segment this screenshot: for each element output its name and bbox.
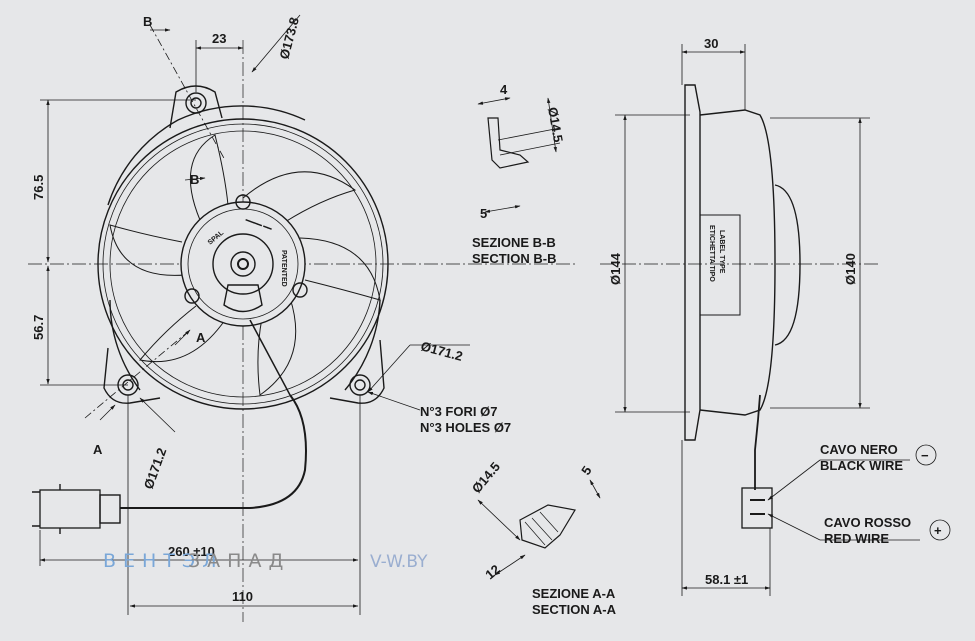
hub-connector (223, 284, 263, 313)
dim-171-2-right: Ø171.2 (419, 338, 464, 364)
hub-screw-top (235, 194, 251, 210)
fan-housing-outline (107, 105, 381, 391)
section-bb-title-it: SEZIONE B-B (472, 235, 556, 250)
side-motor (774, 184, 801, 346)
side-cable (754, 394, 761, 490)
section-aa-title-it: SEZIONE A-A (532, 586, 616, 601)
connector-body (39, 489, 101, 529)
section-mark-a-outer: A (93, 442, 103, 457)
section-bb-profile (487, 117, 530, 169)
red-wire-leader (767, 513, 821, 541)
black-wire-symbol-circle (915, 444, 937, 466)
dim-171-2-left-leader (139, 397, 176, 433)
section-aa-dim-14-5 (477, 499, 521, 541)
section-aa-dim-12 (494, 554, 526, 576)
section-bb-drawing (477, 97, 561, 213)
right-bottom-ear (329, 339, 385, 404)
fan-blades (109, 134, 381, 396)
section-bb-dim-4: 4 (500, 82, 508, 97)
red-wire-symbol-circle (929, 519, 951, 541)
side-label-line2: LABEL TYPE (718, 230, 725, 274)
section-aa-dim-5: 5 (578, 463, 594, 478)
left-bottom-ear (103, 347, 161, 404)
section-aa-dim-5 (589, 479, 601, 499)
section-bb-title-en: SECTION B-B (472, 251, 557, 266)
watermark-part1: ВЕНТЭЛ (103, 550, 224, 572)
front-dimension-lines (39, 14, 470, 615)
side-connector (741, 487, 773, 529)
housing-ring-outer (97, 118, 389, 410)
side-body (699, 109, 776, 416)
front-view (28, 40, 575, 622)
connector-clip (32, 484, 61, 534)
dim-23: 23 (212, 31, 226, 46)
section-aa-title-en: SECTION A-A (532, 602, 617, 617)
section-mark-a-inner: A (196, 330, 206, 345)
side-flange (684, 84, 701, 441)
section-aa-profile (519, 504, 576, 549)
mount-hole-top-inner (190, 97, 202, 109)
hub-outer (180, 201, 306, 327)
dim-76-5: 76.5 (31, 175, 46, 200)
side-view (600, 84, 880, 529)
hub-screw-right (292, 282, 308, 298)
side-dim-58-1: 58.1 ±1 (705, 572, 748, 587)
section-aa-dim-14-5: Ø14.5 (469, 459, 503, 496)
hub-screw-left (184, 288, 200, 304)
red-wire-it: CAVO ROSSO (824, 515, 911, 530)
mount-hole-top (185, 92, 207, 114)
dim-cable-length: 260 ±10 (168, 544, 215, 559)
housing-ring-inner (102, 123, 384, 405)
red-wire-symbol: + (934, 523, 942, 538)
side-label-area (699, 214, 741, 316)
dim-171-2-right-leader (367, 344, 411, 393)
side-dim-140: Ø140 (843, 253, 858, 285)
watermark-part2: ЗАПАД (188, 550, 291, 572)
black-wire-symbol: − (921, 448, 929, 463)
side-dim-144: Ø144 (608, 252, 623, 285)
black-wire-en: BLACK WIRE (820, 458, 903, 473)
watermark-site: V-W.BY (370, 552, 428, 572)
black-wire-it: CAVO NERO (820, 442, 898, 457)
section-aa-dim-12: 12 (482, 562, 503, 583)
holes-note-en: N°3 HOLES Ø7 (420, 420, 511, 435)
section-bb-dim-4 (477, 97, 511, 105)
shaft-inner (237, 258, 249, 270)
section-bb-dim-14-5 (547, 97, 557, 153)
dim-171-2-left: Ø171.2 (141, 446, 170, 491)
holes-note-it: N°3 FORI Ø7 (420, 404, 497, 419)
connector-plug (99, 494, 121, 524)
red-wire-en: RED WIRE (824, 531, 889, 546)
side-connector-pins (750, 499, 765, 515)
cable (120, 394, 307, 509)
side-label-line1: ETICHETTA TIPO (708, 225, 715, 282)
section-a-line (84, 329, 191, 419)
cable-inner (249, 319, 291, 396)
section-b-line (149, 24, 226, 161)
mount-hole-right (349, 374, 371, 396)
black-wire-leader (767, 459, 821, 501)
dim-173-8-leader (251, 14, 301, 73)
dim-110: 110 (232, 589, 253, 604)
side-dimension-lines (615, 44, 951, 596)
hub-patent: PATENTED (280, 250, 287, 287)
holes-leader (367, 391, 421, 411)
housing-ring-face (109, 130, 377, 398)
dim-56-7: 56.7 (31, 315, 46, 340)
shaft-outer (230, 251, 256, 277)
section-bb-dim-5: 5 (480, 206, 487, 221)
hub-inner (212, 233, 274, 295)
section-aa-drawing (477, 479, 601, 576)
mount-hole-right-inner (354, 379, 366, 391)
section-mark-b-inner: B (190, 172, 199, 187)
side-dim-30: 30 (704, 36, 718, 51)
section-bb-dim-14-5: Ø14.5 (545, 106, 566, 143)
section-mark-b-top: B (143, 14, 152, 29)
section-bb-dim-5 (484, 205, 521, 213)
